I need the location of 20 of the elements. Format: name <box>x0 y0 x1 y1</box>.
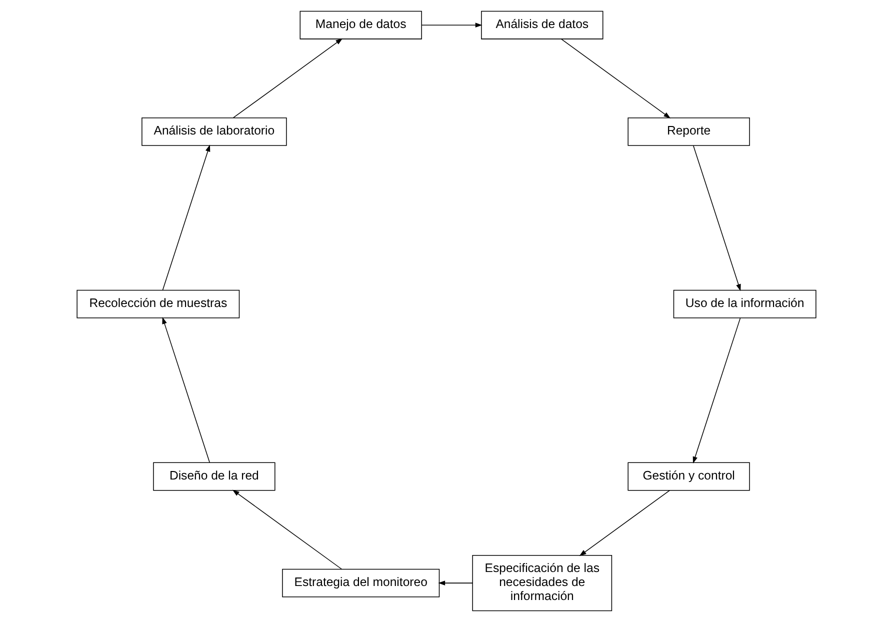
arrow <box>438 580 472 586</box>
arrow <box>162 317 210 463</box>
node-box: Reporte <box>627 117 750 146</box>
arrow <box>578 490 670 556</box>
node-box: Uso de la información <box>672 290 816 318</box>
arrow <box>162 144 210 290</box>
node-box: Diseño de la red <box>152 462 275 491</box>
arrow <box>560 38 670 118</box>
node-box: Especificación de las necesidades de información <box>472 555 612 612</box>
node-box: Gestión y control <box>627 462 750 491</box>
node-box: Análisis de laboratorio <box>141 117 286 146</box>
arrow <box>692 318 740 464</box>
node-box: Recolección de muestras <box>76 290 240 318</box>
arrow <box>420 22 482 28</box>
node-box: Análisis de datos <box>480 10 603 40</box>
node-box: Manejo de datos <box>299 10 422 40</box>
arrow <box>232 490 342 570</box>
node-box: Estrategia del monitoreo <box>282 568 440 598</box>
arrow <box>692 145 740 292</box>
arrow <box>232 38 342 118</box>
